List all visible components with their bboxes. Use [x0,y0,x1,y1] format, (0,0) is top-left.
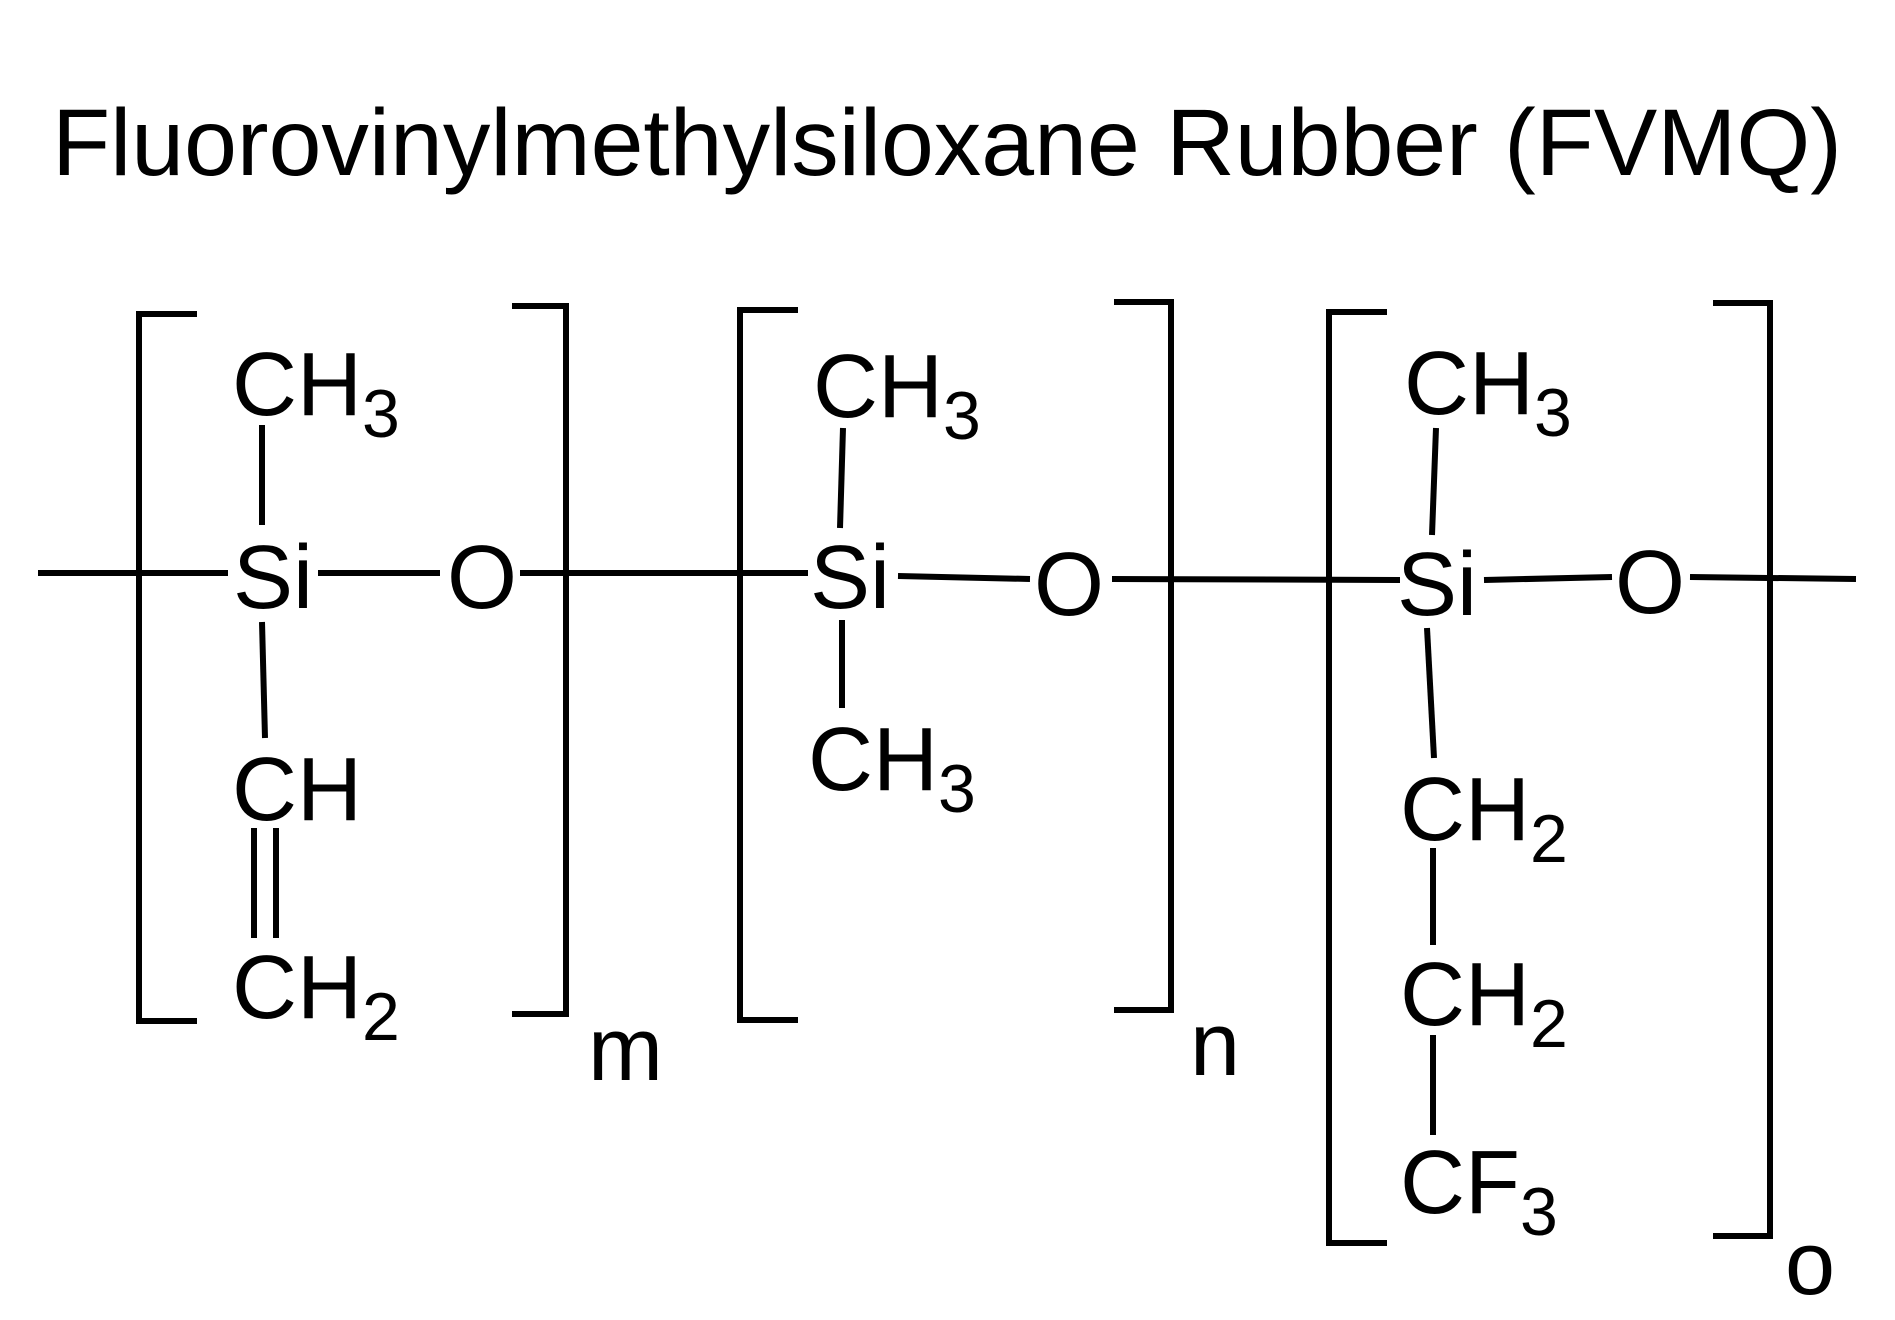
bond-si-top [837,427,846,529]
right-bracket [1713,300,1773,1239]
bond-si-bottom [259,621,268,739]
top-group: CH3 [1404,334,1572,451]
right-bracket [1114,299,1174,1013]
side-group-1: CH [232,740,362,840]
bond-si2-o2 [897,573,1031,582]
repeat-unit-n: CH3 Si O CH3 n [737,299,1240,1095]
side-group-2: CH2 [1400,945,1568,1062]
oxygen-atom: O [1034,535,1104,635]
bond-si-bottom [1424,627,1437,759]
left-bracket [737,307,798,1023]
silicon-atom: Si [233,528,313,628]
right-bracket [512,303,569,1017]
diagram-title: Fluorovinylmethylsiloxane Rubber (FVMQ) [52,90,1842,196]
top-group: CH3 [232,335,400,452]
repeat-unit-o: CH3 Si O CH2 CH2 CF3 o [1326,300,1835,1314]
subscript-o: o [1785,1214,1835,1314]
silicon-atom: Si [810,528,890,628]
side-group-2: CH2 [232,938,400,1055]
silicon-atom: Si [1397,535,1477,635]
side-group-3: CF3 [1400,1133,1558,1250]
bond-o2-si3 [1111,576,1401,583]
left-bracket [136,311,197,1024]
bond-si-top [1429,427,1439,536]
top-group: CH3 [813,337,981,454]
left-bracket [1326,309,1387,1246]
side-group-1: CH3 [808,710,976,827]
side-group-1: CH2 [1400,760,1568,877]
oxygen-atom: O [447,528,517,628]
bond-si3-o3 [1483,574,1613,583]
oxygen-atom: O [1615,533,1685,633]
repeat-unit-m: CH3 Si O CH CH2 m [136,303,663,1100]
subscript-n: n [1190,995,1240,1095]
subscript-m: m [588,1000,663,1100]
